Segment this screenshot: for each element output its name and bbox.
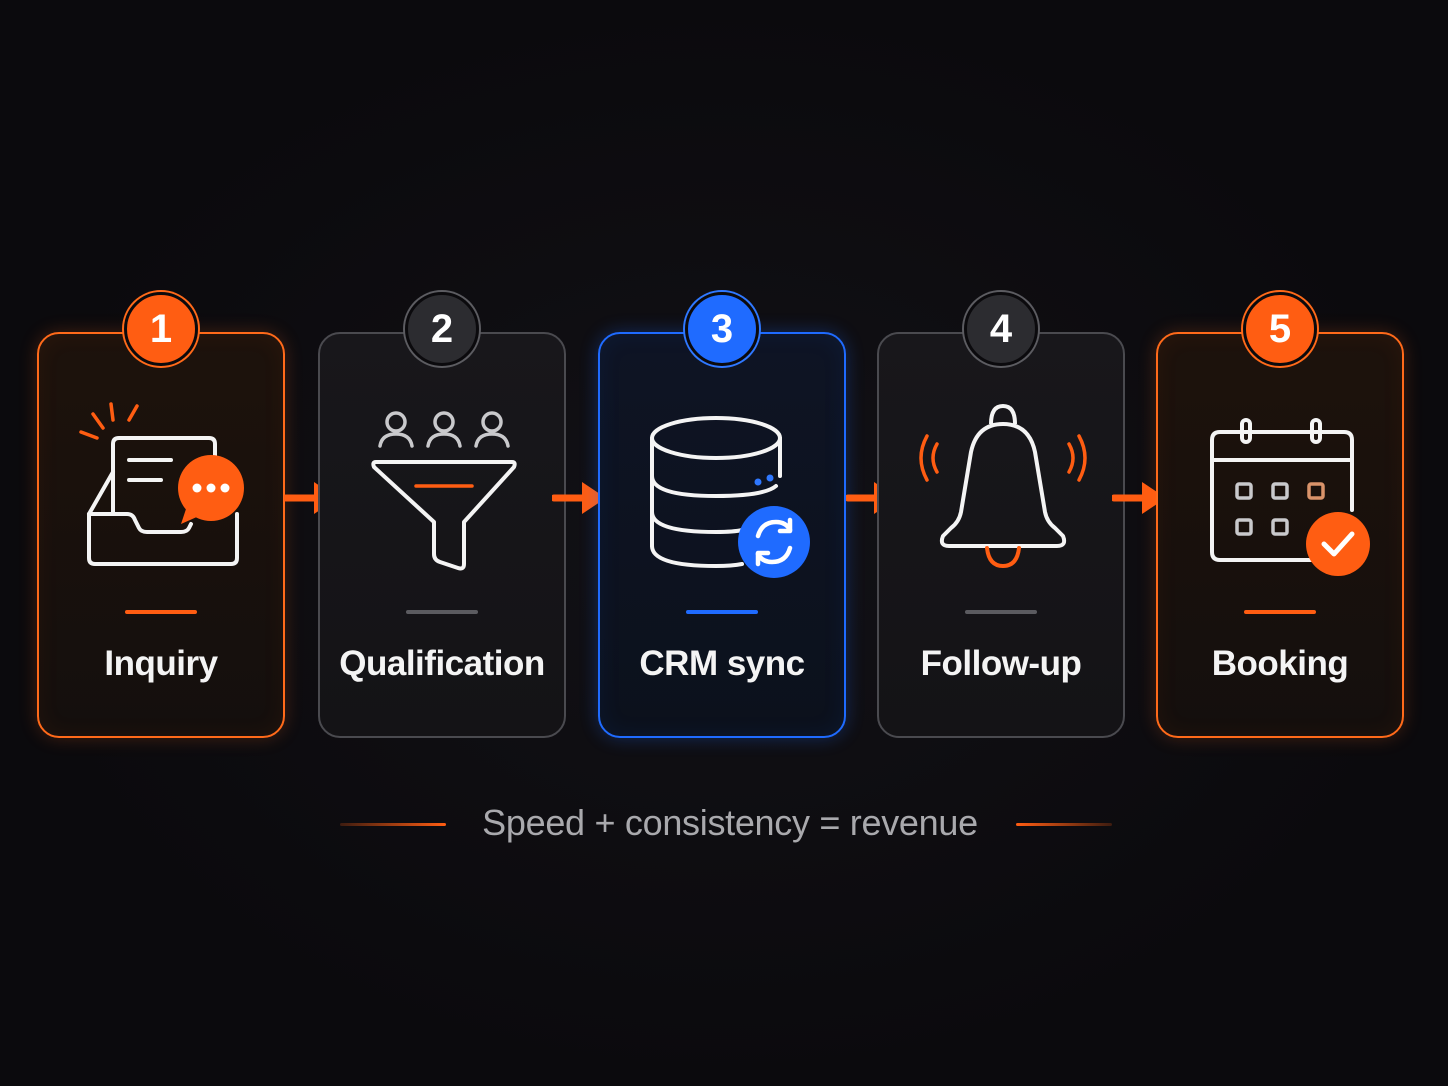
bell-ringing-icon — [919, 403, 1087, 569]
tagline-divider-right — [1016, 823, 1112, 826]
step-number-badge: 2 — [405, 292, 479, 366]
arrow-right-icon — [1112, 482, 1166, 514]
step-accent-rule — [125, 610, 197, 614]
tagline-divider-left — [340, 823, 446, 826]
step-card-crm-sync: 3 CRM sync — [598, 292, 846, 738]
step-label-booking: Booking — [1211, 644, 1349, 683]
step-accent-rule — [686, 610, 758, 614]
inbox-chat-icon — [79, 402, 244, 566]
step-number-badge: 4 — [964, 292, 1038, 366]
step-label-follow-up: Follow-up — [920, 644, 1082, 683]
calendar-check-icon — [1210, 418, 1370, 576]
step-accent-rule — [406, 610, 478, 614]
tagline: Speed + consistency = revenue — [482, 802, 978, 843]
step-label-qualification: Qualification — [339, 644, 545, 683]
funnel-people-icon — [371, 411, 517, 571]
step-number-badge: 5 — [1243, 292, 1317, 366]
step-card-booking: 5 Booking — [1156, 292, 1404, 738]
arrow-right-icon — [552, 482, 606, 514]
step-card-qualification: 2 Qualification — [318, 292, 566, 738]
step-label-inquiry: Inquiry — [104, 644, 218, 683]
step-accent-rule — [965, 610, 1037, 614]
step-card-follow-up: 4 Follow-up — [877, 292, 1125, 738]
database-sync-icon — [650, 416, 810, 578]
step-label-crm-sync: CRM sync — [639, 644, 805, 683]
tagline-row: Speed + consistency = revenue — [0, 800, 1448, 850]
step-number-badge: 3 — [685, 292, 759, 366]
step-card-inquiry: 1 Inquiry — [37, 292, 285, 738]
step-number-badge: 1 — [124, 292, 198, 366]
step-accent-rule — [1244, 610, 1316, 614]
